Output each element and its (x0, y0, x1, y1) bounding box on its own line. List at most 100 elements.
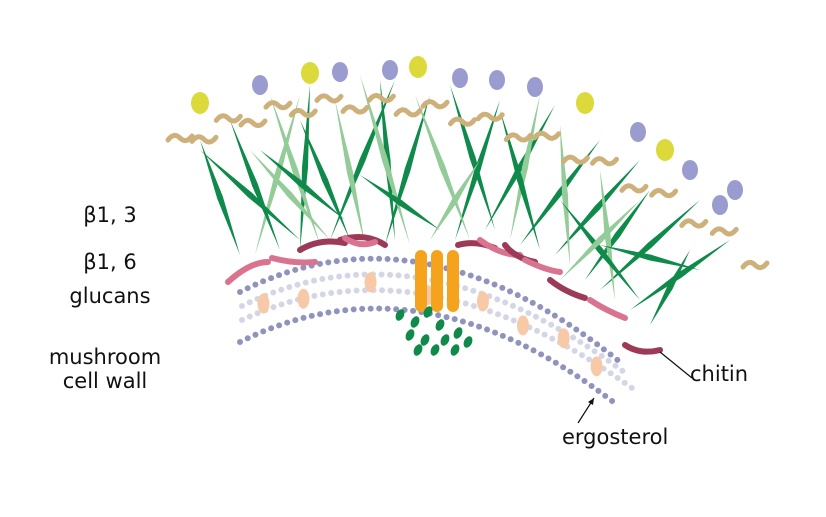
glucan-fiber (650, 250, 690, 325)
glucan-fiber (385, 95, 430, 245)
mannoprotein-chain (589, 156, 619, 167)
glucan-fiber (600, 200, 700, 290)
mannoprotein-chain (263, 100, 293, 111)
mannoprotein-chain (165, 132, 195, 144)
glucan-fiber (430, 160, 480, 240)
mannoprotein-chain (393, 107, 423, 118)
membrane-lipid-row (239, 271, 631, 378)
glucan-fiber (555, 160, 640, 255)
label-beta-1-3: β1, 3 (83, 203, 137, 227)
yellow-glycoprotein (191, 92, 209, 114)
mannoprotein-chain (213, 113, 243, 124)
purple-glycoprotein (489, 70, 505, 90)
glucan-fiber (300, 120, 350, 240)
green-particle (453, 327, 463, 339)
purple-glycoprotein (452, 68, 468, 88)
chitin-strand (269, 255, 318, 266)
mannoprotein-chain (709, 226, 739, 237)
mannoprotein-chain (238, 117, 268, 128)
glucan-fiber (250, 150, 330, 240)
glucan-fiber (520, 140, 600, 245)
purple-glycoprotein (527, 77, 543, 97)
yellow-glycoprotein (301, 62, 319, 84)
mannoprotein-chain (560, 154, 590, 165)
ergosterol-molecule (257, 293, 270, 314)
green-particle (410, 316, 420, 328)
green-particle (450, 344, 460, 356)
ergosterol-molecule (516, 315, 529, 336)
purple-glycoprotein (382, 60, 398, 80)
mannoprotein-chain (447, 116, 477, 127)
glucan-fiber (510, 95, 540, 240)
green-particle (463, 336, 473, 348)
glucan-fiber (230, 120, 280, 250)
chitin-strand (297, 238, 348, 253)
ergosterol-molecule (476, 291, 489, 312)
membrane-protein (447, 250, 459, 312)
chitin-strand (225, 259, 271, 285)
label-glucans: glucans (69, 284, 151, 308)
yellow-glycoprotein (409, 56, 427, 78)
yellow-glycoprotein (656, 139, 674, 161)
mannoprotein-chain (679, 218, 709, 229)
glucan-fiber (360, 175, 440, 230)
glucan-fiber (200, 150, 300, 240)
glucan-fiber (260, 150, 345, 220)
membrane-lipid-row (239, 287, 635, 391)
membrane-lipid-row (237, 255, 623, 365)
glucan-fiber (560, 200, 640, 300)
chitin-strand (587, 297, 628, 321)
mannoprotein-chain (366, 93, 396, 104)
membrane-protein (415, 250, 427, 312)
purple-glycoprotein (252, 75, 268, 95)
mannoprotein-chain (649, 188, 679, 199)
chitin-strand (622, 342, 663, 355)
green-particle (420, 334, 430, 346)
mannoprotein-chain (532, 130, 562, 141)
glucan-fiber (200, 140, 240, 255)
label-beta-1-6: β1, 6 (83, 250, 137, 274)
glucan-fiber (415, 95, 470, 240)
purple-glycoprotein (727, 180, 743, 200)
glucan-fiber (335, 100, 365, 245)
membrane-protein (431, 250, 443, 312)
mannoprotein-chain (740, 259, 770, 271)
mannoprotein-chain (619, 183, 649, 194)
green-particle (440, 334, 450, 346)
ergosterol-molecule (590, 356, 603, 377)
purple-glycoprotein (332, 62, 348, 82)
chitin-strand (547, 277, 588, 301)
green-particle (430, 344, 440, 356)
glucan-fiber (600, 245, 700, 270)
ergosterol-molecule (364, 272, 377, 293)
green-particle (413, 344, 423, 356)
purple-glycoprotein (712, 195, 728, 215)
mannoprotein-chain (420, 99, 450, 110)
label-cell-wall: cell wall (62, 369, 148, 393)
glucan-fiber (330, 80, 395, 240)
mannoprotein-chain (314, 93, 344, 104)
chitin-strand (342, 235, 378, 248)
green-particle (435, 319, 445, 331)
label-mushroom: mushroom (48, 345, 162, 369)
chitin-leader-line (659, 351, 693, 379)
ergosterol-molecule (557, 328, 570, 349)
mannoprotein-chain (475, 111, 505, 122)
glucan-fiber (560, 200, 640, 280)
yellow-glycoprotein (576, 92, 594, 114)
glucan-fiber (270, 95, 320, 245)
mannoprotein-chain (340, 104, 370, 115)
mannoprotein-chain (503, 132, 533, 143)
mannoprotein-chain (288, 107, 318, 119)
green-particle (395, 309, 405, 321)
mannoprotein-chain (189, 134, 219, 145)
label-chitin: chitin (690, 362, 749, 386)
arrow-icon (588, 398, 594, 405)
glucan-fiber (585, 190, 650, 280)
green-particle (405, 329, 415, 341)
glucan-fiber (500, 110, 540, 250)
membrane-lipid-row (237, 305, 619, 407)
label-ergosterol: ergosterol (562, 425, 669, 449)
